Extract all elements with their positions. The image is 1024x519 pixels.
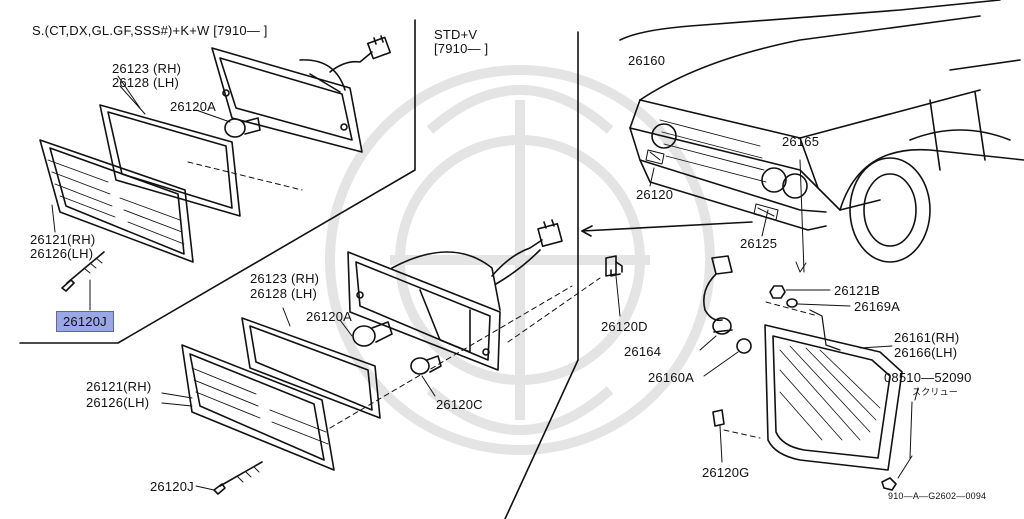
diagram-code: 910—A—G2602—0094	[888, 491, 987, 501]
variant-label-sedan: S.(CT,DX,GL.GF,SSS#)+K+W [7910— ]	[32, 23, 268, 38]
upper-lamp-wire	[329, 35, 391, 73]
variant-label-std-line2: [7910— ]	[434, 41, 489, 56]
vehicle-front	[619, 0, 1024, 273]
part-label-26161[interactable]: 26161(RH)	[894, 330, 960, 345]
side-marker-nut-washer	[769, 285, 798, 308]
middle-gasket	[241, 317, 381, 419]
upper-lamp-housing	[211, 47, 363, 153]
part-label-26164[interactable]: 26164	[624, 344, 662, 359]
upper-screw	[61, 251, 105, 292]
part-label-26126-a[interactable]: 26126(LH)	[30, 246, 94, 261]
part-label-26160[interactable]: 26160	[628, 53, 666, 68]
part-label-26120J-b[interactable]: 26120J	[150, 479, 194, 494]
vehicle-pointer-arrow	[581, 221, 753, 232]
middle-screw	[213, 461, 263, 495]
part-label-26160A[interactable]: 26160A	[648, 370, 695, 385]
upper-lens	[39, 139, 194, 263]
variant-label-std-line1: STD+V	[434, 27, 478, 42]
part-label-26120D[interactable]: 26120D	[601, 319, 648, 334]
part-label-26165[interactable]: 26165	[782, 134, 820, 149]
part-label-26166[interactable]: 26166(LH)	[894, 345, 958, 360]
part-label-26120C[interactable]: 26120C	[436, 397, 483, 412]
part-label-26128-a[interactable]: 26128 (LH)	[112, 75, 180, 90]
part-label-26121-b[interactable]: 26121(RH)	[86, 379, 152, 394]
part-label-26120J-highlighted[interactable]: 26120J	[56, 311, 114, 332]
upper-leaders	[51, 75, 231, 311]
part-label-26169A[interactable]: 26169A	[854, 299, 901, 314]
side-marker-screw	[881, 455, 913, 491]
part-label-26123-b[interactable]: 26123 (RH)	[250, 271, 320, 286]
part-label-26128-b[interactable]: 26128 (LH)	[250, 286, 318, 301]
part-label-08510-52090[interactable]: 08510—52090	[884, 370, 972, 385]
top-left-frame	[19, 19, 416, 344]
part-label-26120A-b[interactable]: 26120A	[306, 309, 353, 324]
upper-bulb	[224, 117, 261, 138]
part-label-26126-b[interactable]: 26126(LH)	[86, 395, 150, 410]
clip-26120D	[605, 255, 623, 317]
middle-lamp-wire	[491, 219, 563, 285]
part-label-26120A-a[interactable]: 26120A	[170, 99, 217, 114]
middle-lens	[181, 344, 335, 471]
middle-bulb-amber	[352, 321, 393, 347]
clip-26120G	[712, 409, 761, 439]
part-label-26120[interactable]: 26120	[636, 187, 674, 202]
part-label-26121B[interactable]: 26121B	[834, 283, 881, 298]
std-frame	[504, 31, 579, 519]
screw-note: スクリュー	[912, 387, 959, 397]
part-label-26120G[interactable]: 26120G	[702, 465, 750, 480]
middle-lamp-housing	[347, 251, 501, 371]
part-label-26121-a[interactable]: 26121(RH)	[30, 232, 96, 247]
middle-bulb-small	[410, 355, 442, 375]
side-marker-lens	[764, 309, 903, 471]
side-marker-leaders	[699, 289, 919, 463]
middle-leaders	[161, 307, 436, 491]
watermark-emblem-icon	[325, 65, 715, 455]
part-label-26125[interactable]: 26125	[740, 236, 778, 251]
side-marker-bulb-socket	[703, 255, 752, 354]
upper-gasket	[99, 104, 241, 217]
part-label-26123-a[interactable]: 26123 (RH)	[112, 61, 182, 76]
